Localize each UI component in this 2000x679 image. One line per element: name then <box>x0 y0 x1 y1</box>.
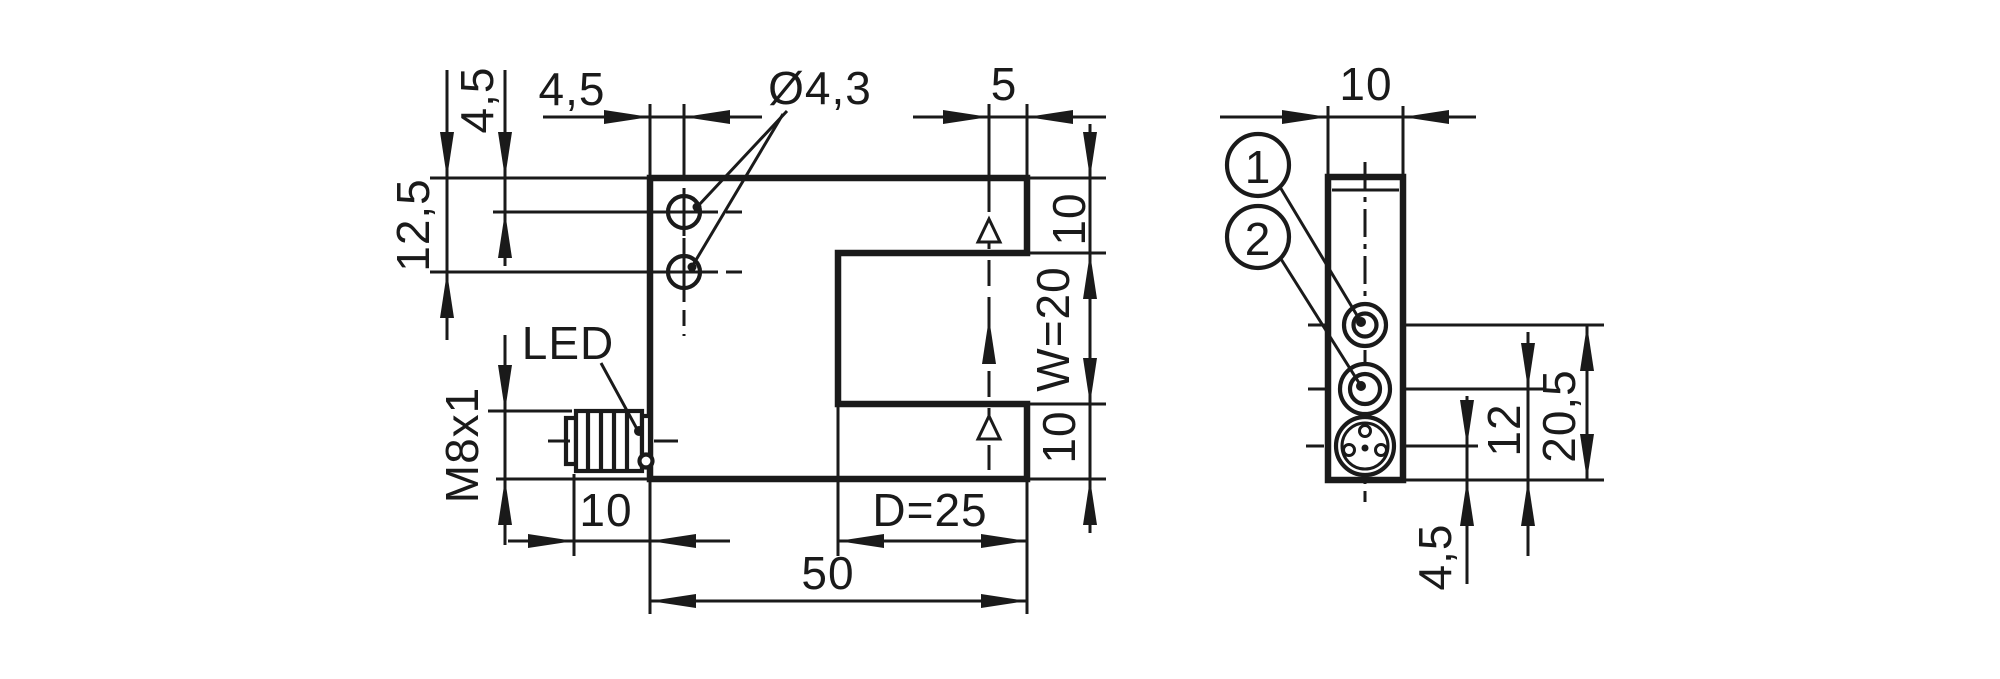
dim-right-stack: 10 W=20 10 <box>1027 124 1097 533</box>
dim-fork-depth: D=25 <box>838 484 1027 548</box>
optical-axis <box>975 186 1003 470</box>
dim-label-axis-offset: 5 <box>991 58 1018 110</box>
dim-indicator1-height: 20,5 <box>1533 325 1594 480</box>
dim-connector-height: 4,5 <box>1409 396 1474 591</box>
dim-label-indicator1-height: 20,5 <box>1533 369 1585 463</box>
dim-label-indicator2-height: 12 <box>1478 403 1530 456</box>
dim-hole1-offset-vertical: 4,5 <box>451 67 512 266</box>
dim-indicator2-height: 12 <box>1478 332 1535 556</box>
beam-marker-bottom <box>975 412 1003 441</box>
side-view: 1 2 10 <box>1220 58 1604 590</box>
hole-centerlines <box>682 190 742 336</box>
dim-label-fork-depth: D=25 <box>872 484 987 536</box>
dim-connector-length: 10 <box>508 484 730 548</box>
dim-label-hole-offset-horizontal: 4,5 <box>539 63 606 115</box>
callout-1: 1 <box>1224 131 1366 327</box>
dim-thread: M8x1 <box>436 335 512 545</box>
dim-label-housing-width: 10 <box>1339 58 1392 110</box>
led-callout: LED <box>522 317 644 436</box>
led-label: LED <box>522 317 614 369</box>
beam-marker-top <box>975 215 1003 244</box>
dim-hole-offset-horizontal: 4,5 <box>539 63 762 124</box>
m8-connector <box>548 408 678 474</box>
dim-label-upper-arm: 10 <box>1043 192 1095 245</box>
dim-label-thread: M8x1 <box>436 387 488 503</box>
dim-label-hole2-offset: 12,5 <box>387 178 439 272</box>
dim-hole2-offset-vertical: 12,5 <box>387 70 454 340</box>
dim-label-connector-height: 4,5 <box>1409 524 1461 591</box>
dim-label-hole-diameter: Ø4,3 <box>768 62 872 114</box>
callout-2: 2 <box>1224 203 1366 391</box>
dim-axis-offset: 5 <box>913 58 1106 124</box>
hole-diameter-callout: Ø4,3 <box>687 62 872 272</box>
callout-1-label: 1 <box>1245 141 1272 193</box>
callout-2-label: 2 <box>1245 213 1272 265</box>
dim-label-fork-width: W=20 <box>1027 266 1079 391</box>
connector-face <box>1333 414 1397 478</box>
led-indicator <box>637 452 655 470</box>
dim-label-connector-length: 10 <box>579 484 632 536</box>
dim-label-lower-arm: 10 <box>1033 410 1085 463</box>
dim-overall-length: 50 <box>650 547 1027 608</box>
dim-label-overall-length: 50 <box>801 547 854 599</box>
front-view: LED Ø4,3 <box>387 58 1106 614</box>
dim-label-hole1-offset: 4,5 <box>451 67 503 134</box>
dim-housing-width: 10 <box>1220 58 1476 124</box>
